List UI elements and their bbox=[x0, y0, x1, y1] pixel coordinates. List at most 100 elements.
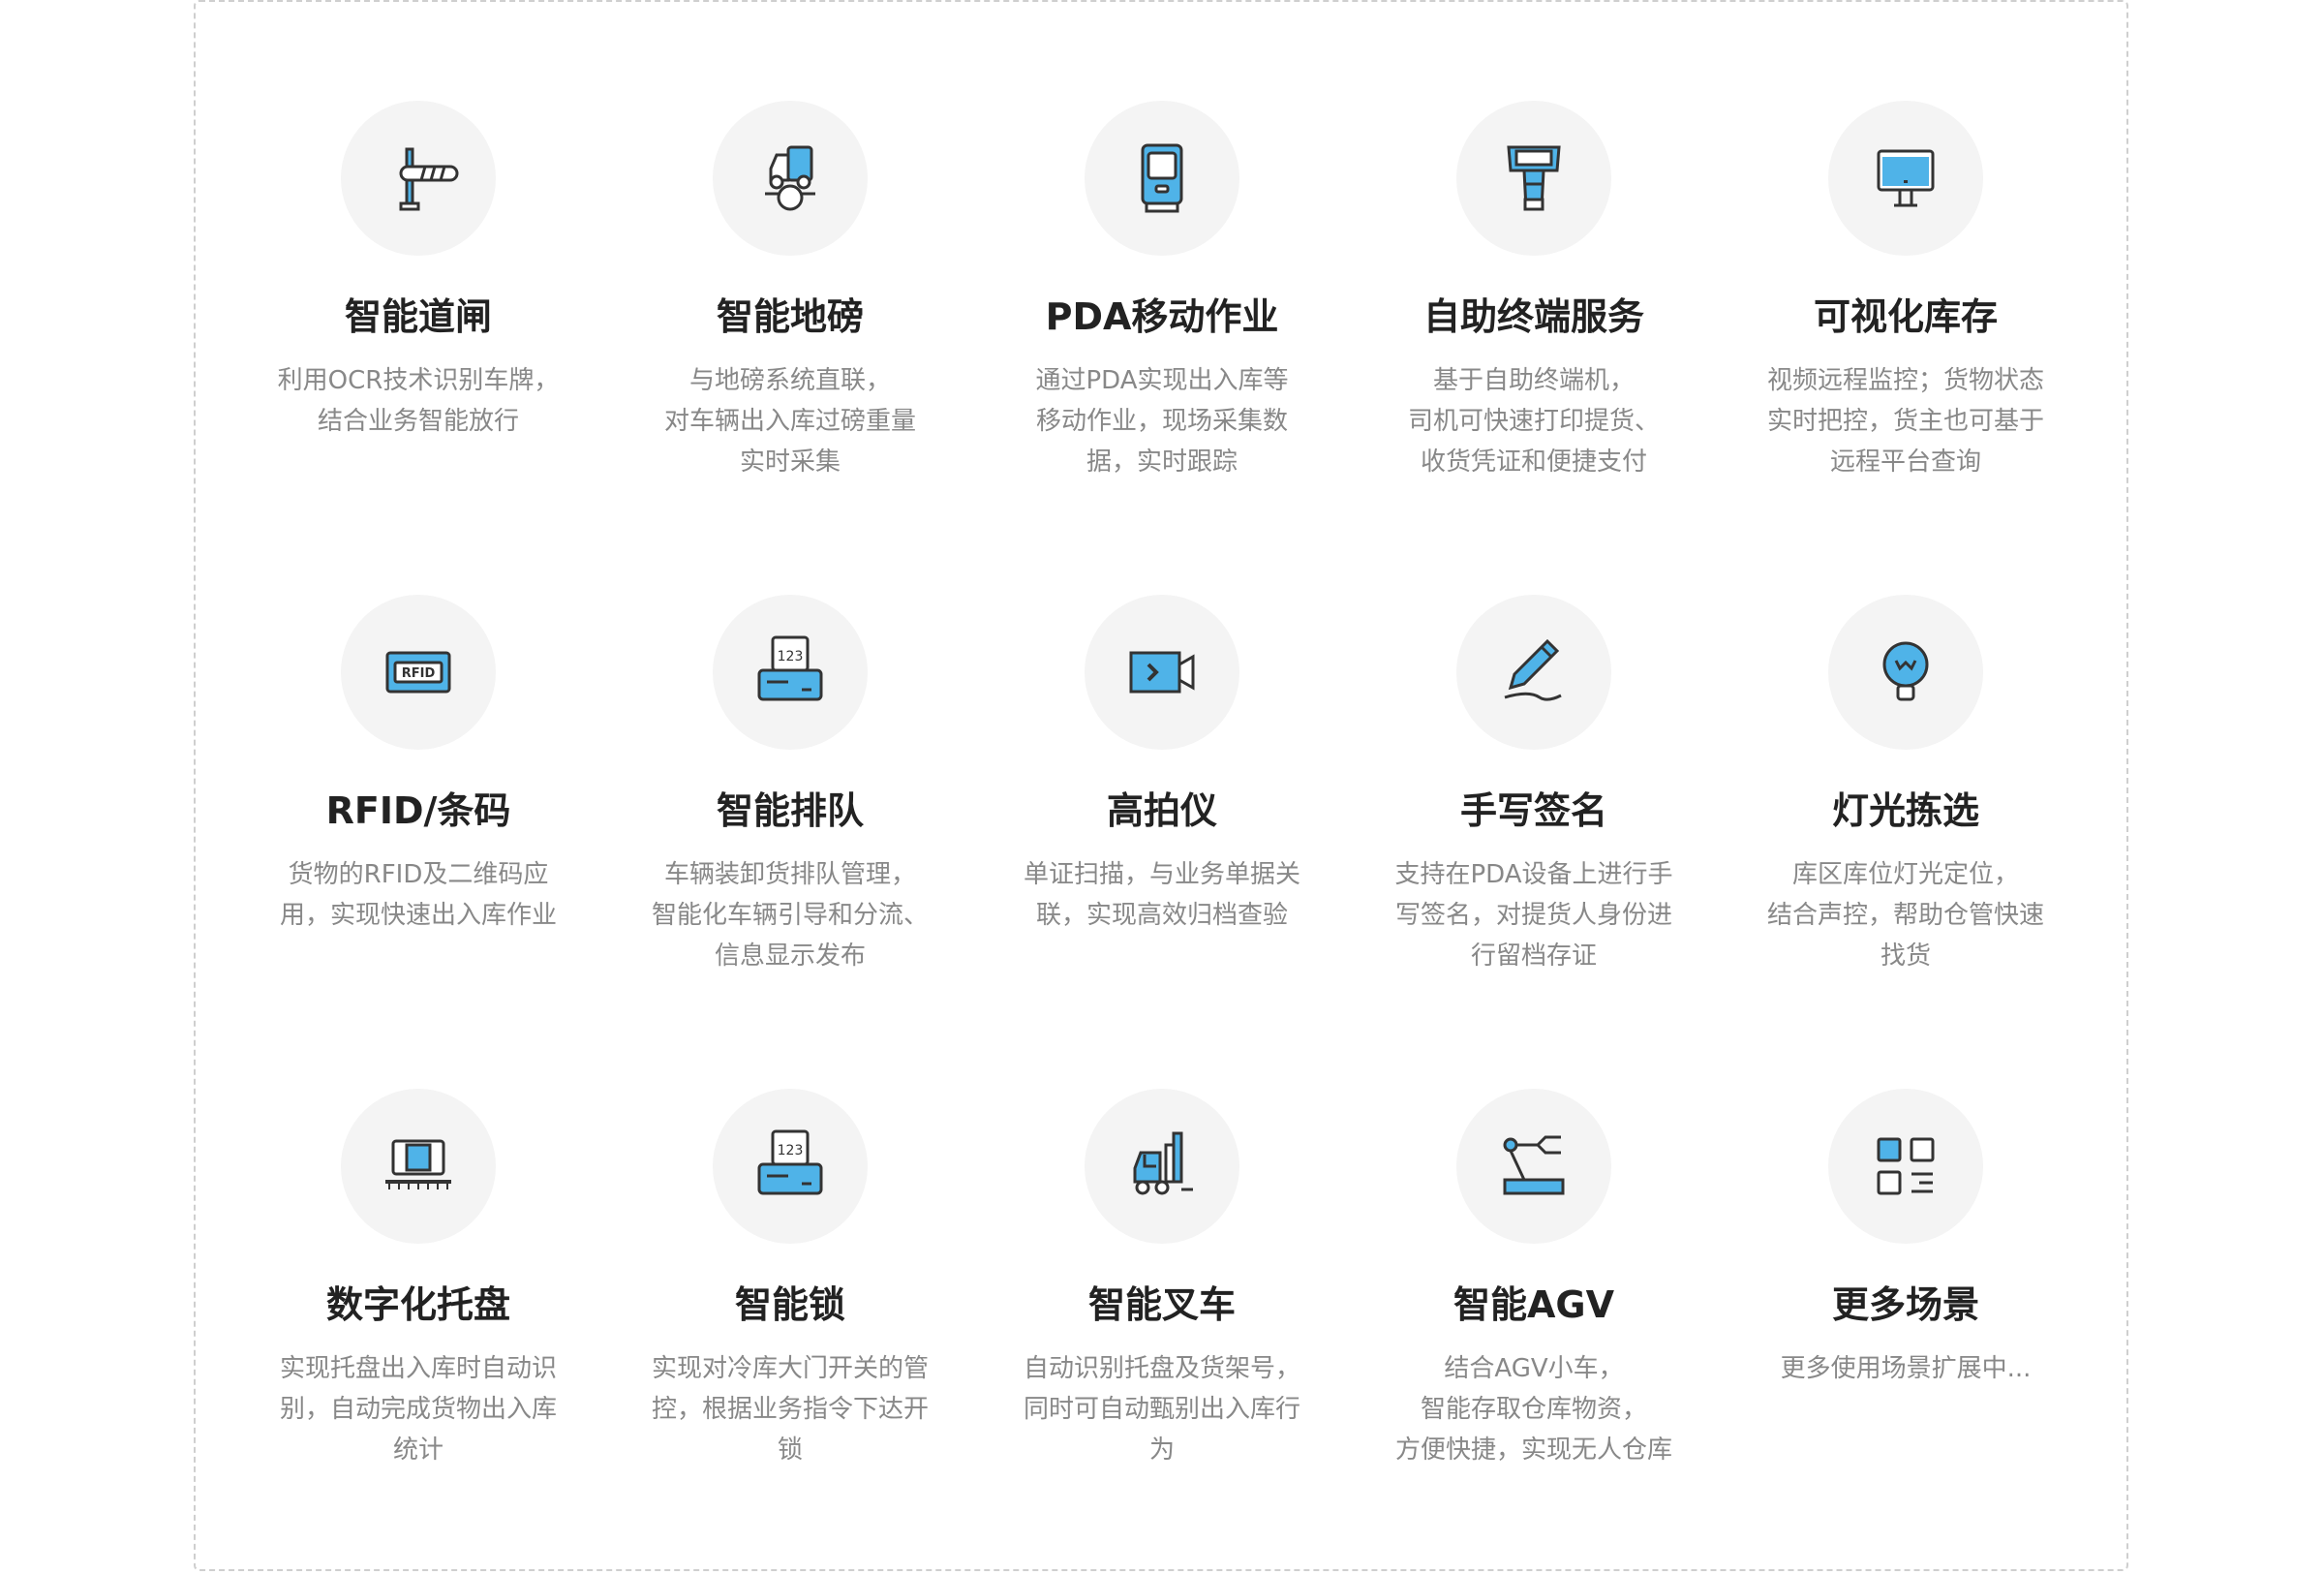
description-line: 货物的RFID及二维码应 bbox=[288, 860, 549, 889]
feature-title: 手写签名 bbox=[1459, 789, 1607, 832]
feature-description: 视频远程监控；货物状态实时把控，货主也可基于远程平台查询 bbox=[1720, 360, 2092, 482]
feature-card: 智能地磅与地磅系统直联，对车辆出入库过磅重量实时采集 bbox=[604, 101, 976, 482]
description-line: 锁 bbox=[777, 1436, 803, 1465]
description-line: 实时采集 bbox=[739, 448, 841, 477]
kiosk-icon bbox=[1507, 145, 1561, 211]
icon-circle bbox=[1456, 101, 1611, 256]
description-line: 更多使用场景扩展中... bbox=[1780, 1354, 2032, 1383]
feature-title: 更多场景 bbox=[1831, 1283, 1979, 1326]
feature-title: 高拍仪 bbox=[1106, 789, 1217, 832]
feature-title: RFID/条码 bbox=[325, 789, 511, 832]
description-line: 基于自助终端机， bbox=[1432, 366, 1635, 395]
icon-circle bbox=[1456, 595, 1611, 750]
feature-card: 123 智能排队车辆装卸货排队管理， 智能化车辆引导和分流、信息显示发布 bbox=[604, 595, 976, 976]
feature-description: 基于自助终端机， 司机可快速打印提货、收货凭证和便捷支付 bbox=[1348, 360, 1720, 482]
forklift-icon bbox=[1133, 1131, 1193, 1195]
barrier-gate-icon bbox=[399, 147, 459, 211]
feature-description: 货物的RFID及二维码应用，实现快速出入库作业 bbox=[232, 854, 604, 936]
description-line: 用，实现快速出入库作业 bbox=[279, 901, 557, 930]
svg-text:123: 123 bbox=[778, 649, 804, 664]
description-line: 控，根据业务指令下达开 bbox=[651, 1395, 929, 1424]
feature-title: 灯光拣选 bbox=[1831, 789, 1979, 832]
svg-text:123: 123 bbox=[778, 1143, 804, 1158]
rfid-icon: RFID bbox=[385, 651, 451, 694]
description-line: 通过PDA实现出入库等 bbox=[1035, 366, 1289, 395]
description-line: 与地磅系统直联， bbox=[688, 366, 891, 395]
description-line: 移动作业，现场采集数 bbox=[1035, 407, 1288, 436]
feature-description: 支持在PDA设备上进行手写签名，对提货人身份进行留档存证 bbox=[1348, 854, 1720, 976]
description-line: 方便快捷，实现无人仓库 bbox=[1394, 1436, 1672, 1465]
icon-circle bbox=[1085, 101, 1239, 256]
description-line: 统计 bbox=[392, 1436, 443, 1465]
pen-signature-icon bbox=[1504, 638, 1562, 701]
feature-description: 与地磅系统直联，对车辆出入库过磅重量实时采集 bbox=[604, 360, 976, 482]
light-bulb-icon bbox=[1882, 641, 1929, 701]
description-line: 收货凭证和便捷支付 bbox=[1420, 448, 1647, 477]
description-line: 智能化车辆引导和分流、 bbox=[651, 901, 929, 930]
description-line: 找货 bbox=[1880, 942, 1931, 971]
feature-card: 手写签名支持在PDA设备上进行手写签名，对提货人身份进行留档存证 bbox=[1348, 595, 1720, 976]
feature-card: 智能道闸利用OCR技术识别车牌，结合业务智能放行 bbox=[232, 101, 604, 442]
feature-title: PDA移动作业 bbox=[1045, 295, 1279, 338]
description-line: 别，自动完成货物出入库 bbox=[279, 1395, 557, 1424]
feature-card: 可视化库存视频远程监控；货物状态实时把控，货主也可基于远程平台查询 bbox=[1720, 101, 2092, 482]
icon-circle: 123 bbox=[713, 595, 868, 750]
description-line: 支持在PDA设备上进行手 bbox=[1394, 860, 1673, 889]
description-line: 据，实时跟踪 bbox=[1086, 448, 1238, 477]
description-line: 联，实现高效归档查验 bbox=[1035, 901, 1288, 930]
description-line: 单证扫描，与业务单据关 bbox=[1023, 860, 1300, 889]
icon-circle bbox=[341, 1089, 496, 1244]
description-line: 司机可快速打印提货、 bbox=[1407, 407, 1660, 436]
description-line: 实时把控，货主也可基于 bbox=[1766, 407, 2044, 436]
description-line: 结合业务智能放行 bbox=[317, 407, 519, 436]
feature-description: 利用OCR技术识别车牌， 结合业务智能放行 bbox=[232, 360, 604, 442]
icon-circle bbox=[1828, 101, 1983, 256]
feature-description: 结合AGV小车， 智能存取仓库物资， 方便快捷，实现无人仓库 bbox=[1348, 1348, 1720, 1470]
camera-icon bbox=[1129, 651, 1195, 694]
icon-circle bbox=[1828, 595, 1983, 750]
description-line: 信息显示发布 bbox=[714, 942, 866, 971]
feature-card: RFID RFID/条码货物的RFID及二维码应用，实现快速出入库作业 bbox=[232, 595, 604, 936]
icon-circle: 123 bbox=[713, 1089, 868, 1244]
icon-circle bbox=[341, 101, 496, 256]
description-line: 结合声控，帮助仓管快速 bbox=[1766, 901, 2044, 930]
description-line: 视频远程监控；货物状态 bbox=[1766, 366, 2044, 395]
queue-machine-icon: 123 bbox=[757, 635, 823, 701]
feature-description: 通过PDA实现出入库等移动作业，现场采集数据，实时跟踪 bbox=[976, 360, 1348, 482]
robot-arm-icon bbox=[1503, 1135, 1565, 1195]
description-line: 远程平台查询 bbox=[1829, 448, 1981, 477]
icon-circle bbox=[1085, 1089, 1239, 1244]
feature-title: 智能排队 bbox=[716, 789, 864, 832]
features-frame bbox=[194, 0, 2128, 1571]
description-line: 实现对冷库大门开关的管 bbox=[651, 1354, 929, 1383]
feature-card: PDA移动作业通过PDA实现出入库等移动作业，现场采集数据，实时跟踪 bbox=[976, 101, 1348, 482]
description-line: 同时可自动甄别出入库行 bbox=[1023, 1395, 1300, 1424]
description-line: 结合AGV小车， bbox=[1444, 1354, 1624, 1383]
truck-scale-icon bbox=[765, 145, 815, 211]
smart-lock-icon: 123 bbox=[757, 1129, 823, 1195]
description-line: 写签名，对提货人身份进 bbox=[1394, 901, 1672, 930]
feature-description: 实现对冷库大门开关的管控，根据业务指令下达开锁 bbox=[604, 1348, 976, 1470]
description-line: 库区库位灯光定位， bbox=[1791, 860, 2019, 889]
more-apps-icon bbox=[1877, 1137, 1935, 1195]
description-line: 智能存取仓库物资， bbox=[1420, 1395, 1647, 1424]
monitor-icon bbox=[1877, 149, 1935, 207]
feature-title: 数字化托盘 bbox=[325, 1283, 510, 1326]
icon-circle bbox=[1456, 1089, 1611, 1244]
icon-circle bbox=[713, 101, 868, 256]
feature-title: 智能地磅 bbox=[716, 295, 864, 338]
feature-description: 单证扫描，与业务单据关联，实现高效归档查验 bbox=[976, 854, 1348, 936]
feature-card: 数字化托盘实现托盘出入库时自动识别，自动完成货物出入库统计 bbox=[232, 1089, 604, 1470]
feature-description: 车辆装卸货排队管理， 智能化车辆引导和分流、信息显示发布 bbox=[604, 854, 976, 976]
description-line: 车辆装卸货排队管理， bbox=[663, 860, 916, 889]
feature-title: 智能叉车 bbox=[1087, 1283, 1236, 1326]
icon-circle bbox=[1085, 595, 1239, 750]
feature-card: 灯光拣选库区库位灯光定位， 结合声控，帮助仓管快速找货 bbox=[1720, 595, 2092, 976]
feature-description: 自动识别托盘及货架号，同时可自动甄别出入库行为 bbox=[976, 1348, 1348, 1470]
icon-circle: RFID bbox=[341, 595, 496, 750]
feature-description: 库区库位灯光定位， 结合声控，帮助仓管快速找货 bbox=[1720, 854, 2092, 976]
feature-card: 更多场景更多使用场景扩展中... bbox=[1720, 1089, 2092, 1389]
description-line: 利用OCR技术识别车牌， bbox=[277, 366, 560, 395]
svg-text:RFID: RFID bbox=[402, 666, 436, 681]
